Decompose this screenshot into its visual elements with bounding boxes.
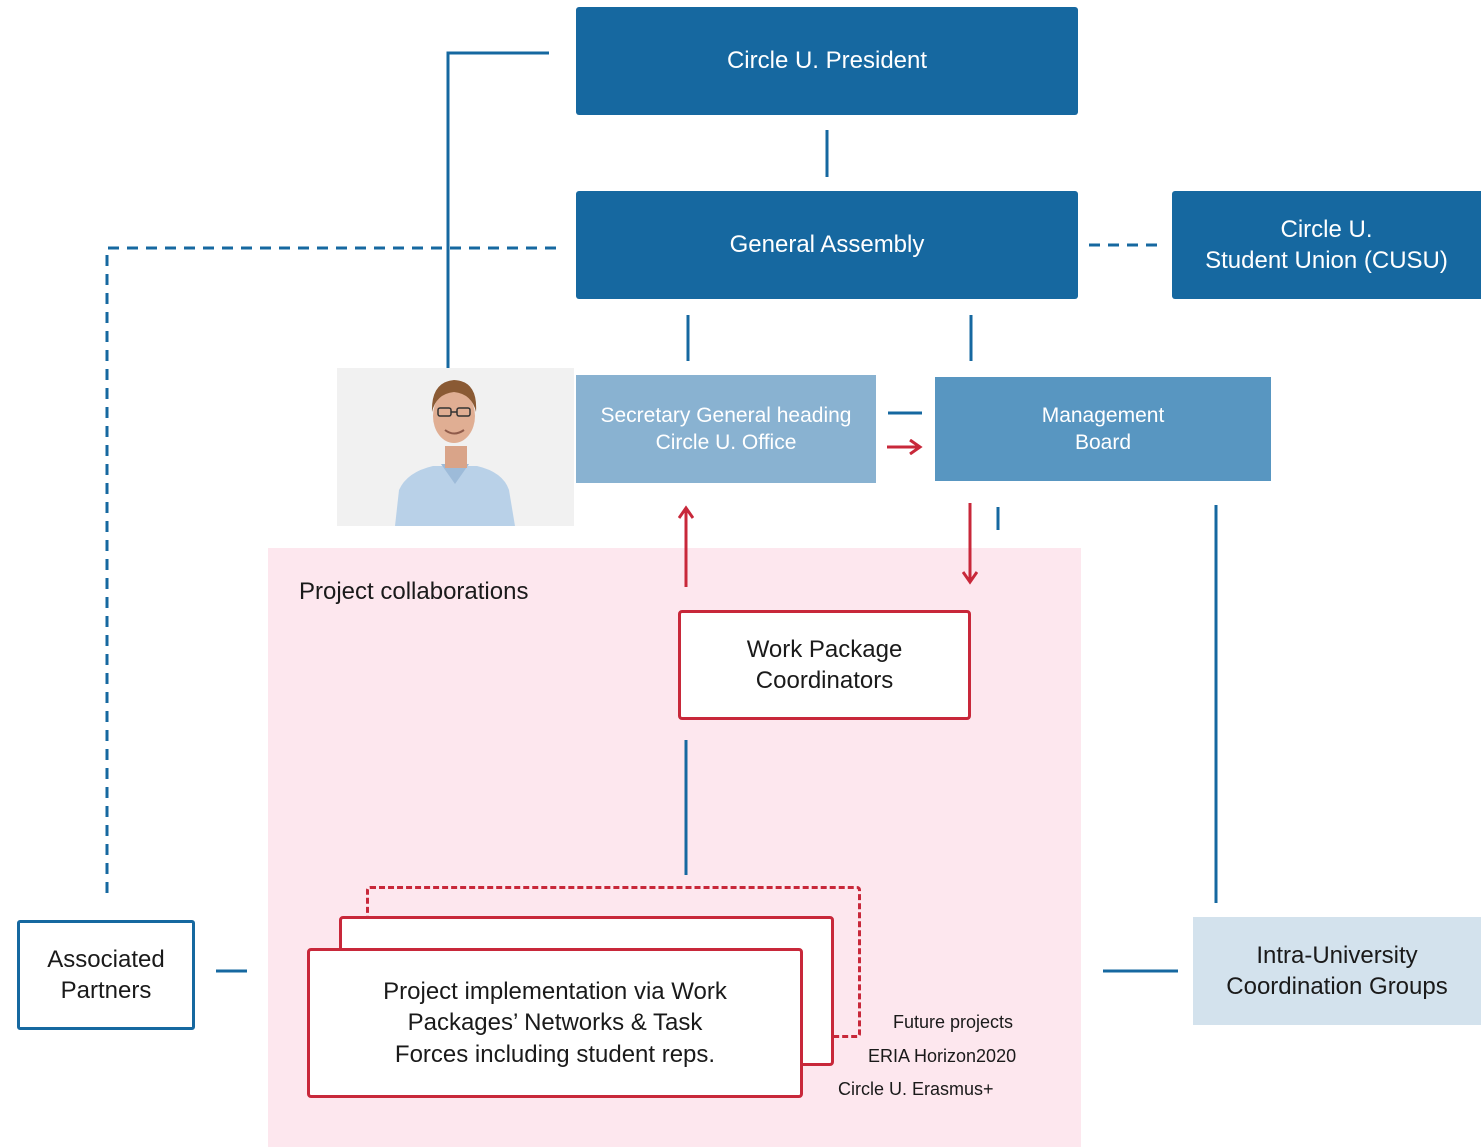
general-assembly-box: General Assembly: [576, 191, 1078, 299]
president-box: Circle U. President: [576, 7, 1078, 115]
secretary-general-box: Secretary General heading Circle U. Offi…: [576, 375, 876, 483]
cusu-box: Circle U. Student Union (CUSU): [1172, 191, 1481, 299]
associated-partners-box: Associated Partners: [17, 920, 195, 1030]
erasmus-label: Circle U. Erasmus+: [838, 1079, 994, 1099]
project-implementation-box: Project implementation via Work Packages…: [307, 948, 803, 1098]
assembly-to-partners-dashed: [105, 246, 556, 900]
project-collaborations-title: Project collaborations: [299, 578, 529, 605]
secretary-general-photo: [337, 368, 574, 526]
management-board-box: Management Board: [935, 377, 1271, 481]
president-to-secretary-line: [446, 51, 549, 368]
future-projects-label: Future projects: [893, 1012, 1014, 1032]
work-package-coordinators-box: Work Package Coordinators: [678, 610, 971, 720]
eria-horizon-label: ERIA Horizon2020: [868, 1046, 1017, 1066]
intra-university-box: Intra-University Coordination Groups: [1193, 917, 1481, 1025]
